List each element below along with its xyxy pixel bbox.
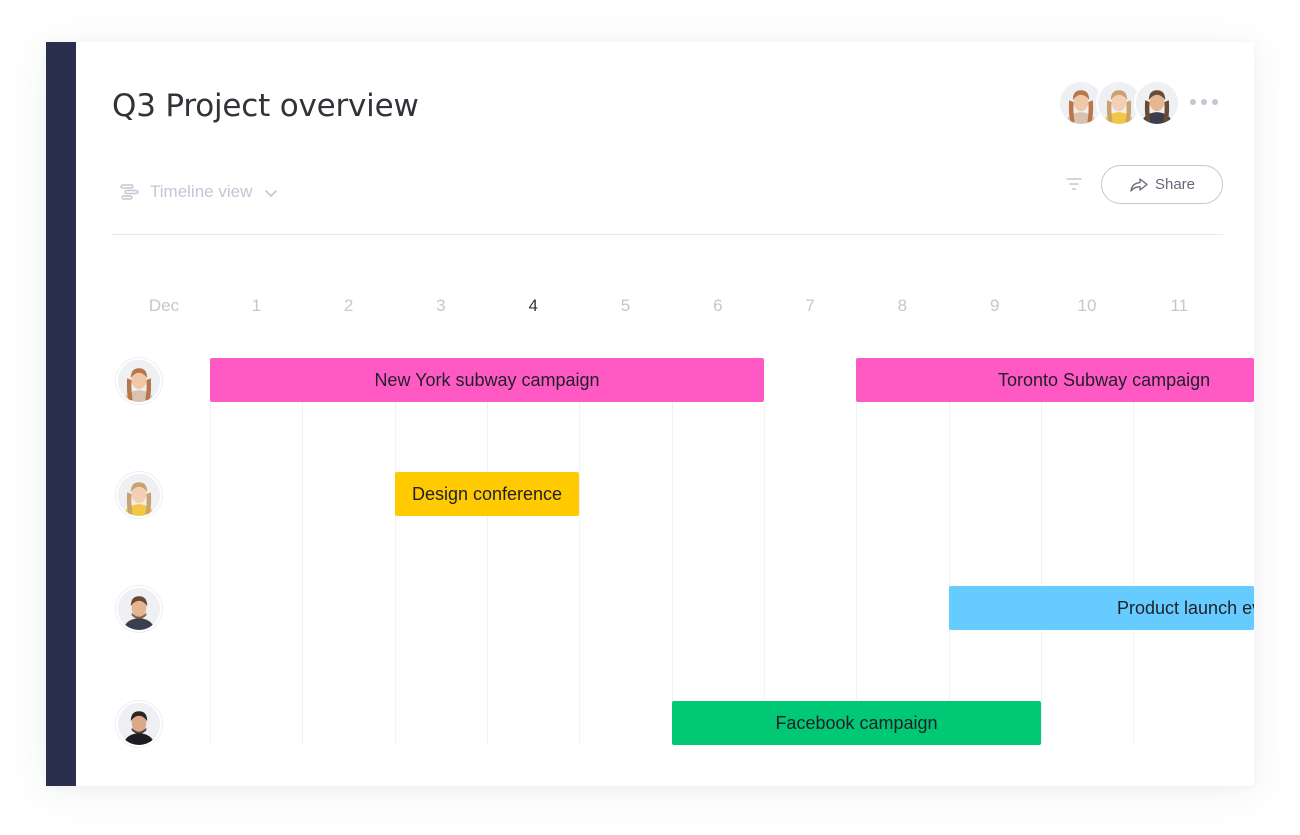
row-assignee-avatar[interactable] — [116, 701, 162, 747]
header-divider — [112, 234, 1223, 235]
timeline-day-label: 11 — [1170, 296, 1189, 315]
timeline-gridline — [764, 402, 765, 744]
timeline-gridline — [856, 402, 857, 744]
task-bar-label: Product launch event — [1117, 597, 1254, 618]
task-bar-label: Facebook campaign — [775, 712, 938, 733]
timeline-day-label: 5 — [620, 296, 631, 315]
team-avatars[interactable] — [1058, 80, 1182, 126]
share-button-label: Share — [1154, 176, 1196, 193]
timeline-icon — [120, 184, 139, 200]
row-assignee-avatar[interactable] — [116, 586, 162, 632]
filter-icon[interactable] — [1064, 176, 1084, 192]
left-sidebar — [46, 42, 76, 786]
chevron-down-icon — [265, 190, 278, 197]
timeline-gridline — [949, 402, 950, 744]
timeline-day-label: 8 — [897, 296, 908, 315]
project-board-window: Q3 Project overview Timeline — [46, 42, 1254, 786]
timeline-gridline — [1133, 402, 1134, 744]
timeline-task-bar[interactable]: New York subway campaign — [210, 358, 764, 402]
share-button[interactable]: Share — [1101, 165, 1223, 204]
timeline-gridline — [1041, 402, 1042, 744]
timeline-day-label: 6 — [713, 296, 723, 315]
timeline-grid: Dec 1 2 3 4 5 6 7 8 9 10 11 New York subway campaig… — [46, 42, 1254, 786]
timeline-task-bar[interactable]: Toronto Subway campaign — [856, 358, 1254, 402]
share-arrow-icon — [1130, 177, 1148, 192]
timeline-gridline — [487, 402, 488, 744]
team-avatar[interactable] — [1134, 80, 1180, 126]
timeline-day-label: 10 — [1077, 296, 1097, 315]
task-bar-label: Design conference — [411, 483, 563, 504]
timeline-day-label: 2 — [343, 296, 354, 315]
timeline-month-label: Dec — [148, 296, 180, 315]
timeline-task-bar[interactable]: Facebook campaign — [672, 701, 1041, 745]
timeline-gridline — [302, 402, 303, 744]
page-title: Q3 Project overview — [112, 88, 419, 124]
view-selector-label: Timeline view — [150, 182, 253, 201]
timeline-gridline — [672, 402, 673, 744]
task-bar-label: Toronto Subway campaign — [998, 369, 1211, 390]
timeline-day-label: 9 — [989, 296, 1000, 315]
timeline-day-label: 4 — [528, 296, 538, 315]
timeline-gridline — [395, 402, 396, 744]
timeline-day-label: 7 — [805, 296, 815, 315]
timeline-day-label: 3 — [436, 296, 446, 315]
task-bar-label: New York subway campaign — [374, 369, 600, 390]
view-selector-dropdown[interactable]: Timeline view — [120, 180, 278, 204]
timeline-gridline — [579, 402, 580, 744]
timeline-gridline — [210, 402, 211, 744]
more-horizontal-icon[interactable] — [1190, 94, 1218, 110]
row-assignee-avatar[interactable] — [116, 358, 162, 404]
timeline-day-label: 1 — [251, 296, 262, 315]
row-assignee-avatar[interactable] — [116, 472, 162, 518]
timeline-task-bar[interactable]: Product launch event — [949, 586, 1254, 630]
timeline-task-bar[interactable]: Design conference — [395, 472, 579, 516]
